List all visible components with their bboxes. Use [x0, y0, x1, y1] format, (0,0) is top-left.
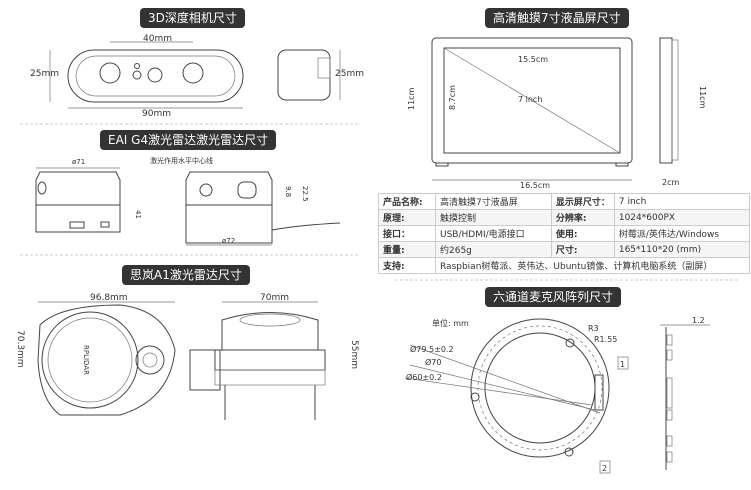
- spec-key: 使用:: [550, 225, 615, 242]
- g4-9-dim: 9.8: [284, 186, 292, 197]
- screen-inner-height-dim: 8.7cm: [448, 85, 457, 110]
- g4-side-view: [185, 171, 341, 244]
- spec-key: 产品名称:: [378, 193, 436, 210]
- screen-height-left-dim: 11cm: [407, 87, 416, 110]
- spec-key: 原理:: [378, 209, 436, 226]
- g4-22-dim: 22.5: [301, 186, 309, 202]
- screen-inner-width-dim: 15.5cm: [518, 55, 548, 64]
- spec-value: 约265g: [435, 241, 552, 258]
- mic-outer-diameter: Ø79.5±0.2: [410, 344, 454, 354]
- spec-value: 树莓派/英伟达/Windows: [613, 225, 751, 242]
- screen-depth-dim: 2cm: [662, 178, 679, 187]
- camera-width-dim: 90mm: [142, 109, 171, 119]
- a1-side-view: [189, 312, 326, 420]
- spec-key: 支持:: [378, 257, 436, 274]
- screen-width-dim: 16.5cm: [520, 181, 550, 190]
- mic-mid-diameter: Ø70: [425, 357, 441, 367]
- spec-key: 分辨率:: [550, 209, 615, 226]
- mic-section-title: 六通道麦克风阵列尺寸: [485, 287, 622, 307]
- screen-diagonal: 7 inch: [518, 95, 542, 104]
- camera-front-view: [67, 49, 244, 103]
- spec-table: 产品名称:高清触摸7寸液晶屏显示屏尺寸：7 inch 原理:触摸控制分辨率:10…: [378, 193, 751, 274]
- spec-key: 显示屏尺寸：: [550, 193, 615, 210]
- mic-callout-1: 1: [620, 360, 625, 369]
- a1-section-title: 思岚A1激光雷达尺寸: [122, 265, 250, 285]
- screen-section-title: 高清触摸7寸液晶屏尺寸: [485, 8, 629, 28]
- mic-inner-diameter: Ø60±0.2: [406, 372, 442, 382]
- mic-unit: 单位: mm: [432, 318, 469, 328]
- g4-bottom-dim: ø72: [222, 237, 235, 245]
- g4-top-dim: ø71: [72, 158, 85, 166]
- spec-value: 1024*600PX: [613, 209, 751, 226]
- mic-array-front-view: [404, 318, 629, 474]
- screen-side-view: [659, 37, 679, 164]
- spec-key: 尺寸:: [550, 241, 615, 258]
- table-row: 接口：USB/HDMI/电源接口使用:树莓派/英伟达/Windows: [378, 225, 751, 242]
- spec-value: Raspbian树莓派、英伟达、Ubuntu镜像、计算机电脑系统（副屏）: [435, 257, 750, 274]
- spec-key: 重量:: [378, 241, 436, 258]
- g4-center-note: 激光作用水平中心线: [150, 156, 213, 165]
- camera-height-dim: 25mm: [30, 69, 59, 79]
- mic-radius-r155: R1.55: [594, 335, 617, 344]
- camera-section-title: 3D深度相机尺寸: [140, 8, 245, 28]
- screen-front-view: [431, 37, 633, 167]
- screen-height-right-dim: 11cm: [698, 86, 707, 109]
- a1-side-height-dim: 55mm: [349, 340, 359, 369]
- camera-side-view: [277, 49, 331, 101]
- table-row: 产品名称:高清触摸7寸液晶屏显示屏尺寸：7 inch: [378, 193, 751, 210]
- spec-value: USB/HDMI/电源接口: [435, 225, 552, 242]
- spec-value: 165*110*20 (mm): [613, 241, 751, 258]
- mic-radius-r3: R3: [588, 324, 599, 333]
- g4-section-title: EAI G4激光雷达激光雷达尺寸: [100, 130, 277, 150]
- mic-array-side-view: [660, 324, 710, 470]
- a1-width-dim: 96.8mm: [90, 293, 128, 303]
- mic-callout-2: 2: [602, 464, 607, 473]
- a1-height-dim: 70.3mm: [15, 330, 25, 368]
- table-row: 支持:Raspbian树莓派、英伟达、Ubuntu镜像、计算机电脑系统（副屏）: [378, 257, 750, 274]
- spec-key: 接口：: [378, 225, 436, 242]
- table-row: 原理:触摸控制分辨率:1024*600PX: [378, 209, 751, 226]
- a1-side-width-dim: 70mm: [260, 293, 289, 303]
- a1-logo: RPLIDAR: [82, 345, 90, 375]
- spec-value: 触摸控制: [435, 209, 552, 226]
- spec-value: 7 inch: [613, 193, 751, 210]
- camera-side-dim: 25mm: [335, 69, 364, 79]
- a1-top-view: RPLIDAR: [37, 304, 176, 416]
- camera-lens-dim: 40mm: [143, 34, 172, 44]
- g4-front-view: [35, 171, 121, 233]
- spec-value: 高清触摸7寸液晶屏: [435, 193, 552, 210]
- mic-thickness-dim: 1.2: [692, 316, 705, 325]
- g4-height-dim: 41: [134, 210, 142, 219]
